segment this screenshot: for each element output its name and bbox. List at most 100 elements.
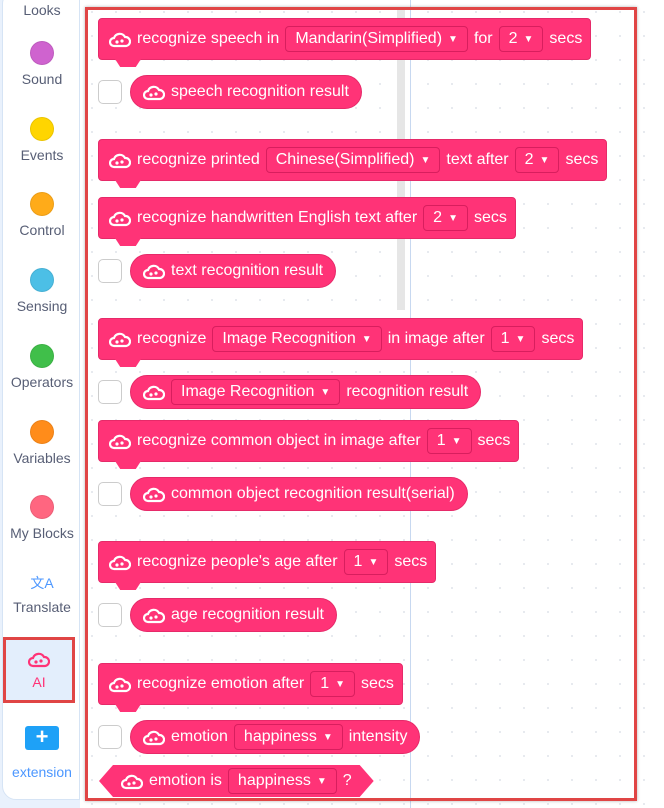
secs-dropdown[interactable]: 2▼ xyxy=(514,147,560,173)
dropdown-arrow-icon: ▼ xyxy=(322,731,333,743)
block-text: recognize common object in image after xyxy=(137,432,421,449)
block-text: intensity xyxy=(348,728,408,745)
block-text: recognize handwritten English text after xyxy=(137,209,418,226)
ai-cloud-icon xyxy=(28,652,50,668)
cloud-icon xyxy=(143,83,165,101)
language-dropdown[interactable]: Mandarin(Simplified)▼ xyxy=(285,26,468,52)
dropdown-arrow-icon: ▼ xyxy=(368,556,379,568)
text-result-checkbox[interactable] xyxy=(98,259,122,283)
cloud-icon xyxy=(109,432,131,450)
sound-dot-icon xyxy=(30,41,54,65)
cloud-icon xyxy=(109,209,131,227)
block-text: common object recognition result(serial) xyxy=(171,485,455,502)
dropdown-value: 1 xyxy=(353,553,363,570)
cloud-icon xyxy=(109,553,131,571)
dropdown-value: happiness xyxy=(243,728,317,745)
emotion-dropdown[interactable]: happiness ▼ xyxy=(233,724,343,750)
dropdown-value: Chinese(Simplified) xyxy=(275,151,415,168)
block-text: secs xyxy=(394,553,428,570)
speech-result-checkbox[interactable] xyxy=(98,80,122,104)
category-label: AI xyxy=(32,674,46,690)
category-sensing[interactable]: Sensing xyxy=(3,268,81,314)
recognize-handwritten-block[interactable]: recognize handwritten English text after… xyxy=(98,197,516,239)
block-text: emotion xyxy=(171,728,228,745)
block-text: recognize printed xyxy=(137,151,260,168)
recognize-image-block[interactable]: recognize Image Recognition ▼ in image afte… xyxy=(98,318,584,360)
language-dropdown[interactable]: Chinese(Simplified) ▼ xyxy=(265,147,441,173)
sensing-dot-icon xyxy=(30,268,54,292)
emotion-intensity-checkbox[interactable] xyxy=(98,725,122,749)
secs-dropdown[interactable]: 1▼ xyxy=(343,549,389,575)
emotion-intensity-reporter[interactable]: emotion happiness ▼ intensity xyxy=(130,720,421,754)
dropdown-arrow-icon: ▼ xyxy=(523,33,534,45)
category-looks[interactable]: Looks xyxy=(3,2,81,18)
age-result-checkbox[interactable] xyxy=(98,603,122,627)
dropdown-value: 1 xyxy=(500,330,510,347)
cloud-icon xyxy=(143,728,165,746)
category-variables[interactable]: Variables xyxy=(3,420,81,466)
category-label: My Blocks xyxy=(10,525,74,541)
dropdown-value: Image Recognition xyxy=(222,330,356,347)
category-ai[interactable]: AI xyxy=(3,637,75,703)
block-text: secs xyxy=(473,209,507,226)
dropdown-value: 1 xyxy=(436,432,446,449)
text-result-reporter[interactable]: text recognition result xyxy=(130,254,337,288)
speech-result-reporter[interactable]: speech recognition result xyxy=(130,75,362,109)
category-label: Looks xyxy=(23,2,61,18)
category-my-blocks[interactable]: My Blocks xyxy=(3,495,81,541)
dropdown-arrow-icon: ▼ xyxy=(335,678,346,690)
dropdown-value: 2 xyxy=(508,30,518,47)
dropdown-arrow-icon: ▼ xyxy=(451,435,462,447)
dropdown-arrow-icon: ▼ xyxy=(361,333,372,345)
image-result-checkbox[interactable] xyxy=(98,380,122,404)
block-text: secs xyxy=(565,151,599,168)
age-result-reporter[interactable]: age recognition result xyxy=(130,598,337,632)
cloud-icon xyxy=(143,606,165,624)
dropdown-arrow-icon: ▼ xyxy=(420,154,431,166)
cloud-icon xyxy=(109,675,131,693)
extension-label: extension xyxy=(12,764,72,780)
category-control[interactable]: Control xyxy=(3,192,81,238)
dropdown-value: 2 xyxy=(524,151,534,168)
block-text: recognize emotion after xyxy=(137,675,305,692)
secs-dropdown[interactable]: 1▼ xyxy=(426,428,472,454)
extension-button[interactable]: +extension xyxy=(3,726,81,781)
cloud-icon xyxy=(143,262,165,280)
secs-dropdown[interactable]: 2▼ xyxy=(423,205,468,231)
cloud-icon xyxy=(121,772,143,790)
block-text: recognize people's age after xyxy=(137,553,338,570)
object-result-checkbox[interactable] xyxy=(98,482,122,506)
secs-dropdown[interactable]: 1▼ xyxy=(490,326,536,352)
recognition-type-dropdown[interactable]: Image Recognition ▼ xyxy=(212,326,382,352)
block-text: age recognition result xyxy=(171,606,324,623)
category-events[interactable]: Events xyxy=(3,117,81,163)
control-dot-icon xyxy=(30,192,54,216)
category-sound[interactable]: Sound xyxy=(3,41,81,87)
block-text: recognize xyxy=(137,330,207,347)
emotion-dropdown[interactable]: happiness▼ xyxy=(228,768,337,794)
cloud-icon xyxy=(109,30,131,48)
variables-dot-icon xyxy=(30,420,54,444)
category-label: Sensing xyxy=(16,298,68,314)
secs-dropdown[interactable]: 1▼ xyxy=(310,671,356,697)
category-label: Sound xyxy=(21,71,63,87)
image-result-reporter[interactable]: Image Recognition▼recognition result xyxy=(130,375,482,409)
events-dot-icon xyxy=(30,117,54,141)
category-operators[interactable]: Operators xyxy=(3,344,81,390)
recognition-type-dropdown[interactable]: Image Recognition▼ xyxy=(171,379,341,405)
block-text: emotion is xyxy=(149,772,222,789)
block-text: speech recognition result xyxy=(171,83,349,100)
block-text: secs xyxy=(477,432,511,449)
operators-dot-icon xyxy=(30,344,54,368)
object-result-reporter[interactable]: common object recognition result(serial) xyxy=(130,477,468,511)
block-text: in image after xyxy=(387,330,485,347)
dropdown-value: happiness xyxy=(237,772,311,789)
secs-dropdown[interactable]: 2▼ xyxy=(498,26,544,52)
